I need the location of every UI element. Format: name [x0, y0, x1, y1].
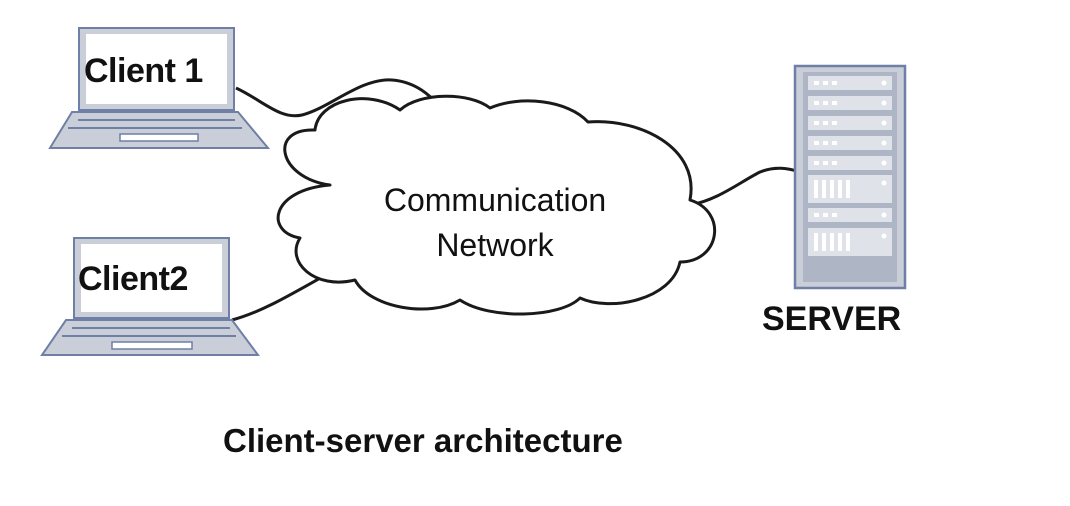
drive-led: [832, 81, 837, 85]
drive-indicator: [881, 160, 887, 166]
drive-indicator: [881, 212, 887, 218]
drive-indicator: [881, 80, 887, 86]
server-drive-bay: [808, 116, 892, 130]
network-label: Communication Network: [330, 178, 660, 268]
bay-slot: [838, 180, 842, 198]
network-label-line-2: Network: [436, 226, 554, 263]
drive-led: [832, 213, 837, 217]
bay-slot: [814, 180, 818, 198]
bay-indicator: [881, 180, 887, 186]
drive-led: [814, 81, 819, 85]
laptop-icon: [40, 237, 260, 356]
drive-led: [814, 161, 819, 165]
bay-slot: [822, 233, 826, 251]
bay-slot: [838, 233, 842, 251]
diagram-caption: Client-server architecture: [223, 422, 623, 459]
drive-led: [832, 161, 837, 165]
client-2-label: Client2: [78, 260, 188, 298]
drive-indicator: [881, 140, 887, 146]
drive-led: [832, 141, 837, 145]
server-drives: [808, 76, 892, 256]
drive-led: [814, 121, 819, 125]
bay-slot: [830, 180, 834, 198]
server-drive-bay: [808, 208, 892, 222]
network-label-line-1: Communication: [383, 182, 607, 218]
bay-slot: [814, 233, 818, 251]
drive-led: [832, 101, 837, 105]
bay-indicator: [881, 233, 887, 239]
server-drive-bay: [808, 156, 892, 170]
bay-slot: [846, 180, 850, 198]
drive-led: [823, 121, 828, 125]
laptop-icon: [48, 27, 271, 149]
drive-led: [823, 161, 828, 165]
drive-led: [814, 213, 819, 217]
server-rack-icon: [793, 64, 907, 290]
bay-slot: [846, 233, 850, 251]
server-drive-bay: [808, 96, 892, 110]
server-drive-bay: [808, 136, 892, 150]
server-drive-bay: [808, 76, 892, 90]
drive-indicator: [881, 120, 887, 126]
drive-led: [823, 213, 828, 217]
drive-led: [823, 101, 828, 105]
drive-led: [823, 81, 828, 85]
drive-led: [814, 101, 819, 105]
bay-slot: [830, 233, 834, 251]
drive-led: [832, 121, 837, 125]
drive-led: [814, 141, 819, 145]
drive-indicator: [881, 100, 887, 106]
client-1-label: Client 1: [84, 52, 203, 90]
bay-slot: [822, 180, 826, 198]
drive-led: [823, 141, 828, 145]
server-label: SERVER: [762, 300, 902, 338]
cloud-shape: [276, 94, 717, 316]
connector-client1-network: [235, 78, 444, 118]
connector-network-server: [689, 166, 801, 207]
